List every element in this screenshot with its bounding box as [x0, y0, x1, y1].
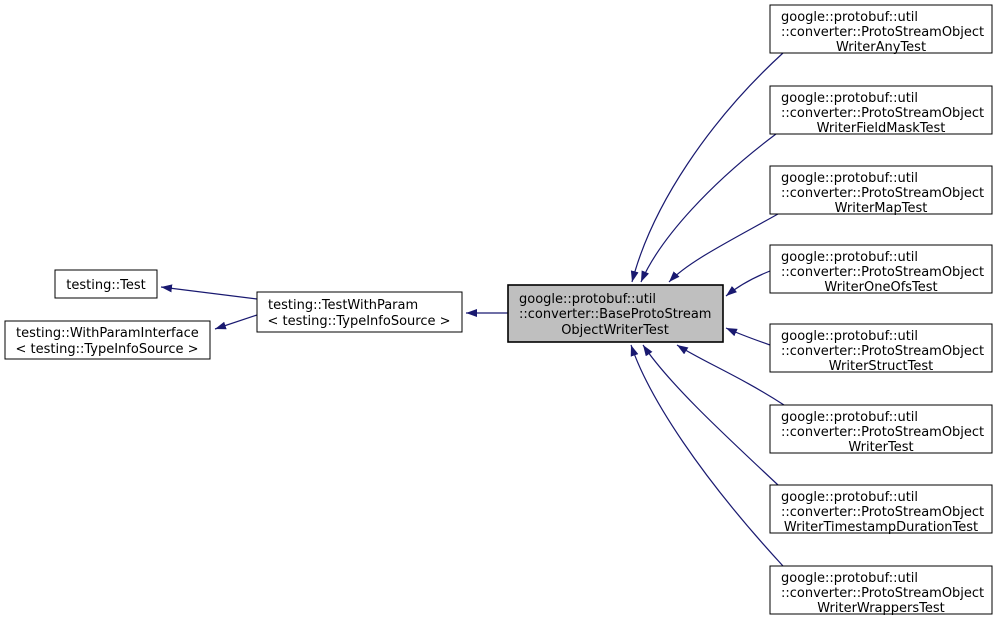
node-label: google::protobuf::util ::converter::Prot…: [781, 410, 988, 455]
node-label: google::protobuf::util ::converter::Prot…: [781, 571, 988, 616]
node-label-line: WriterAnyTest: [836, 40, 926, 55]
node-label-line: WriterMapTest: [835, 201, 928, 216]
edge-writerwrapperstest-to-base: [630, 344, 784, 567]
node-label-line: google::protobuf::util: [781, 490, 918, 505]
node-label-line: WriterWrappersTest: [817, 601, 944, 616]
node-protostreamobjectwritertest[interactable]: google::protobuf::util ::converter::Prot…: [769, 404, 993, 455]
node-label-line: testing::WithParamInterface: [16, 326, 199, 341]
node-label-line: WriterOneOfsTest: [824, 280, 937, 295]
node-protostreamobjectwriterstructtest[interactable]: google::protobuf::util ::converter::Prot…: [769, 323, 993, 374]
node-label-line: ::converter::ProtoStreamObject: [781, 505, 984, 520]
node-label-line: ::converter::ProtoStreamObject: [781, 425, 984, 440]
node-label: google::protobuf::util ::converter::Prot…: [781, 490, 988, 535]
node-box: [769, 4, 993, 54]
node-label: google::protobuf::util ::converter::Base…: [519, 292, 716, 338]
node-label-line: google::protobuf::util: [781, 91, 918, 106]
node-box: [507, 284, 724, 343]
node-label-line: google::protobuf::util: [781, 10, 918, 25]
node-protostreamobjectwriteroneofstest[interactable]: google::protobuf::util ::converter::Prot…: [769, 244, 993, 295]
node-label-line: WriterFieldMaskTest: [817, 121, 946, 136]
node-label-line: google::protobuf::util: [781, 250, 918, 265]
node-label-line: < testing::TypeInfoSource >: [268, 314, 451, 329]
node-label-line: ::converter::ProtoStreamObject: [781, 586, 984, 601]
node-box: [769, 484, 993, 534]
node-box: [769, 85, 993, 135]
node-label-line: WriterTimestampDurationTest: [784, 520, 978, 535]
node-box: [769, 323, 993, 373]
edge-writermaptest-to-base: [668, 213, 779, 283]
node-label: testing::TestWithParam < testing::TypeIn…: [268, 298, 451, 329]
node-baseprotostreamobjectwritertest[interactable]: google::protobuf::util ::converter::Base…: [507, 284, 724, 343]
node-label: google::protobuf::util ::converter::Prot…: [781, 10, 988, 55]
node-box: [769, 404, 993, 454]
edge-testwithparam-to-withparaminterface: [214, 314, 258, 330]
node-label-line: google::protobuf::util: [519, 292, 656, 307]
node-testing-test[interactable]: testing::Test: [54, 269, 158, 299]
node-label-line: google::protobuf::util: [781, 410, 918, 425]
node-protostreamobjectwriteranytest[interactable]: google::protobuf::util ::converter::Prot…: [769, 4, 993, 55]
node-protostreamobjectwritermaptest[interactable]: google::protobuf::util ::converter::Prot…: [769, 165, 993, 216]
node-label-line: ::converter::BaseProtoStream: [519, 307, 711, 322]
node-label-line: testing::TestWithParam: [268, 298, 418, 313]
node-box: [769, 565, 993, 615]
node-label-line: < testing::TypeInfoSource >: [16, 342, 199, 357]
edge-writerfieldmasktest-to-base: [640, 133, 777, 283]
node-box: [256, 291, 463, 333]
node-label-line: ::converter::ProtoStreamObject: [781, 344, 984, 359]
node-label-line: google::protobuf::util: [781, 171, 918, 186]
node-label: google::protobuf::util ::converter::Prot…: [781, 171, 988, 216]
node-label-line: ::converter::ProtoStreamObject: [781, 265, 984, 280]
edge-writeranytest-to-base: [630, 52, 784, 283]
node-label: testing::Test: [66, 278, 145, 293]
node-label-line: google::protobuf::util: [781, 571, 918, 586]
node-box: [4, 320, 211, 360]
node-box: [769, 244, 993, 294]
edge-writertimestampdurationtest-to-base: [642, 344, 779, 486]
node-protostreamobjectwritertimestampdurationtest[interactable]: google::protobuf::util ::converter::Prot…: [769, 484, 993, 535]
node-label-line: ObjectWriterTest: [561, 323, 669, 338]
edge-testwithparam-to-test: [160, 284, 258, 300]
node-label: testing::WithParamInterface < testing::T…: [16, 326, 203, 357]
node-testing-withparaminterface[interactable]: testing::WithParamInterface < testing::T…: [4, 320, 211, 360]
node-protostreamobjectwriterwrapperstest[interactable]: google::protobuf::util ::converter::Prot…: [769, 565, 993, 616]
node-label-line: WriterStructTest: [829, 359, 933, 374]
node-label: google::protobuf::util ::converter::Prot…: [781, 329, 988, 374]
edge-writertest-to-base: [676, 344, 785, 406]
node-box: [54, 269, 158, 299]
node-label-line: ::converter::ProtoStreamObject: [781, 106, 984, 121]
node-label-line: google::protobuf::util: [781, 329, 918, 344]
node-label-line: ::converter::ProtoStreamObject: [781, 25, 984, 40]
edge-writeroneofstest-to-base: [725, 270, 771, 297]
node-testing-testwithparam[interactable]: testing::TestWithParam < testing::TypeIn…: [256, 291, 463, 333]
node-label: google::protobuf::util ::converter::Prot…: [781, 250, 988, 295]
node-label-line: testing::Test: [66, 278, 145, 293]
node-label: google::protobuf::util ::converter::Prot…: [781, 91, 988, 136]
node-label-line: WriterTest: [848, 440, 913, 455]
edge-writerstructtest-to-base: [725, 327, 771, 346]
node-box: [769, 165, 993, 215]
node-label-line: ::converter::ProtoStreamObject: [781, 186, 984, 201]
node-protostreamobjectwriterfieldmasktest[interactable]: google::protobuf::util ::converter::Prot…: [769, 85, 993, 136]
